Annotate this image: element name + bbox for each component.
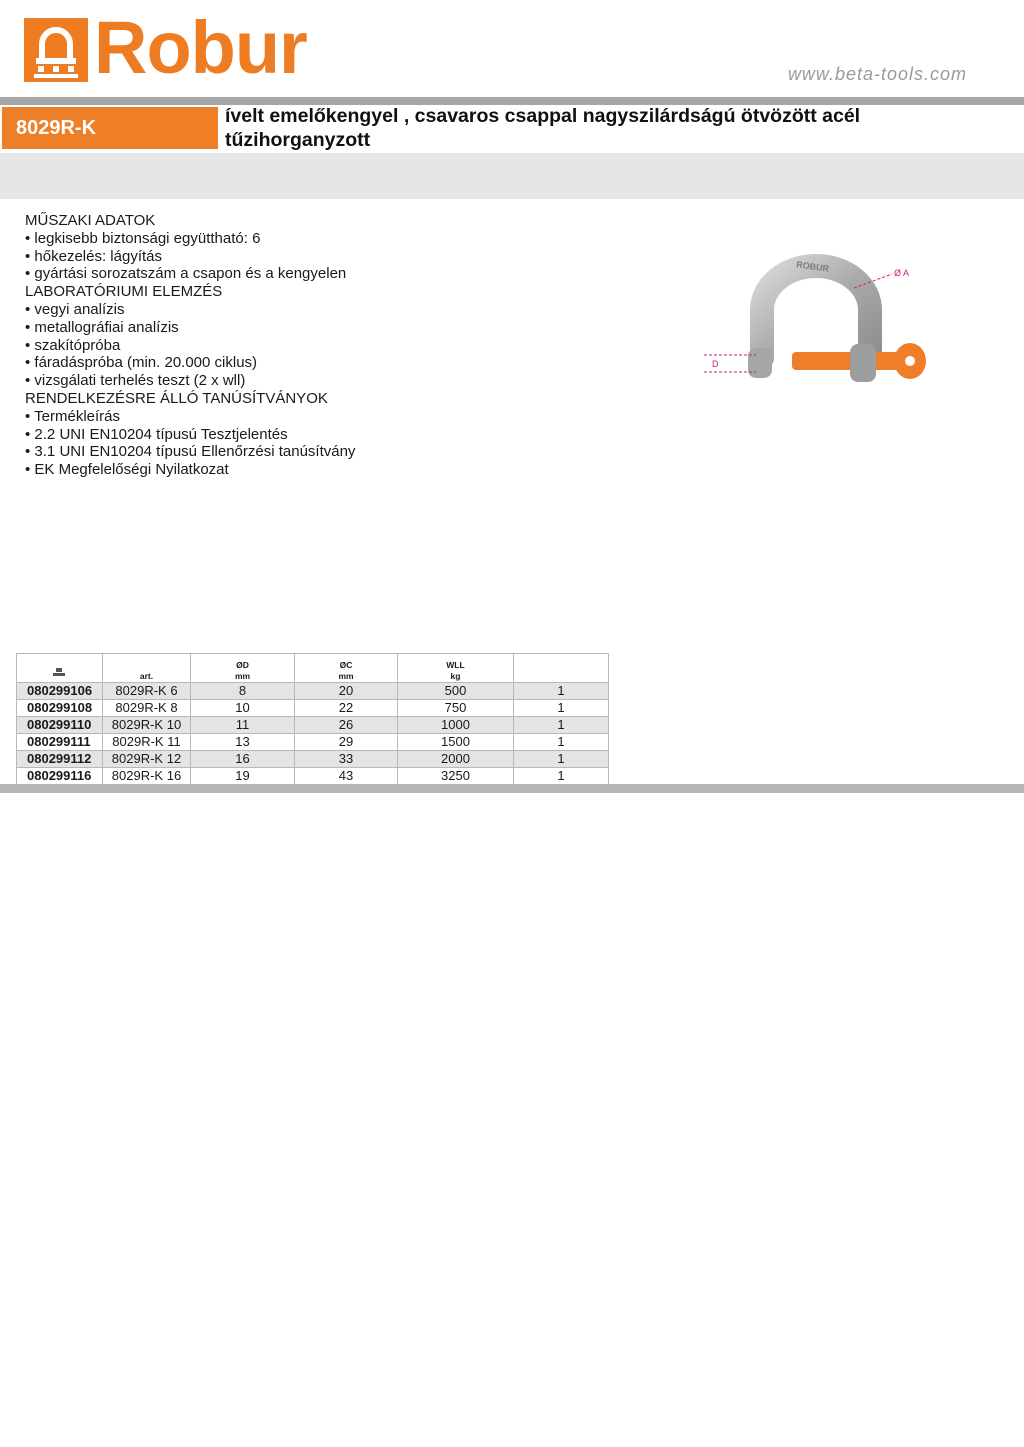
cell-wll: 750 (397, 699, 514, 717)
cell-c: 22 (294, 699, 398, 717)
cell-wll: 2000 (397, 750, 514, 768)
shackle-image: ROBUR D Ø A (704, 254, 926, 382)
cell-wll: 1000 (397, 716, 514, 734)
spec-line: • fáradáspróba (min. 20.000 ciklus) (25, 354, 258, 372)
cell-wll: 1500 (397, 733, 514, 751)
brand-logo: Robur (24, 8, 308, 88)
grey-band (0, 153, 1024, 199)
spec-line: MŰSZAKI ADATOK (25, 212, 156, 229)
col-header-art: art. (102, 653, 191, 683)
cell-d: 16 (190, 750, 295, 768)
cell-code: 080299106 (16, 682, 103, 700)
cell-d: 19 (190, 767, 295, 785)
cell-qty: 1 (513, 750, 609, 768)
footer-divider (0, 784, 1024, 793)
site-url[interactable]: www.beta-tools.com (787, 64, 967, 84)
table-row: 080299111 8029R-K 11 13 29 1500 1 (16, 733, 609, 751)
cell-art: 8029R-K 8 (102, 699, 191, 717)
spec-line: • vizsgálati terhelés teszt (2 x wll) (25, 372, 246, 390)
table-row: 080299112 8029R-K 12 16 33 2000 1 (16, 750, 609, 768)
cell-qty: 1 (513, 733, 609, 751)
table-row: 080299110 8029R-K 10 11 26 1000 1 (16, 716, 609, 734)
cell-d: 8 (190, 682, 295, 700)
cell-qty: 1 (513, 699, 609, 717)
cell-code: 080299116 (16, 767, 103, 785)
cell-art: 8029R-K 12 (102, 750, 191, 768)
brand-name: Robur (94, 6, 308, 89)
cell-art: 8029R-K 11 (102, 733, 191, 751)
cell-wll: 500 (397, 682, 514, 700)
cell-code: 080299112 (16, 750, 103, 768)
product-code: 8029R-K (2, 107, 218, 149)
cell-wll: 3250 (397, 767, 514, 785)
label-a: Ø A (894, 268, 909, 278)
cell-d: 10 (190, 699, 295, 717)
spec-line: LABORATÓRIUMI ELEMZÉS (25, 283, 223, 301)
cell-c: 29 (294, 733, 398, 751)
cell-code: 080299108 (16, 699, 103, 717)
robur-logo-icon (24, 18, 88, 82)
spec-line: • 3.1 UNI EN10204 típusú Ellenőrzési tan… (25, 443, 356, 461)
spec-list: MŰSZAKI ADATOK • legkisebb biztonsági eg… (25, 212, 355, 479)
spec-line: • EK Megfelelőségi Nyilatkozat (25, 461, 229, 479)
spec-line: • 2.2 UNI EN10204 típusú Tesztjelentés (25, 425, 288, 443)
cell-d: 11 (190, 716, 295, 734)
spec-line: • metallográfiai analízis (25, 318, 179, 336)
cell-c: 26 (294, 716, 398, 734)
cell-art: 8029R-K 10 (102, 716, 191, 734)
col-header-code (16, 653, 103, 683)
cell-code: 080299111 (16, 733, 103, 751)
cell-qty: 1 (513, 682, 609, 700)
weight-icon (52, 668, 65, 676)
table-row: 080299106 8029R-K 6 8 20 500 1 (16, 682, 609, 700)
cell-c: 20 (294, 682, 398, 700)
spec-line: • szakítópróba (25, 336, 121, 354)
cell-art: 8029R-K 6 (102, 682, 191, 700)
spec-line: • legkisebb biztonsági együttható: 6 (25, 229, 261, 247)
spec-line: RENDELKEZÉSRE ÁLLÓ TANÚSÍTVÁNYOK (25, 389, 328, 407)
product-title: ívelt emelőkengyel , csavaros csappal na… (225, 105, 861, 151)
cell-qty: 1 (513, 767, 609, 785)
cell-c: 33 (294, 750, 398, 768)
spec-line: • Termékleírás (25, 407, 121, 425)
shackle-engraving: ROBUR (796, 259, 831, 274)
spec-line: • hőkezelés: lágyítás (25, 247, 162, 265)
cell-qty: 1 (513, 716, 609, 734)
cell-code: 080299110 (16, 716, 103, 734)
cell-art: 8029R-K 16 (102, 767, 191, 785)
table-row: 080299108 8029R-K 8 10 22 750 1 (16, 699, 609, 717)
col-header-qty (513, 653, 609, 683)
table-row: 080299116 8029R-K 16 19 43 3250 1 (16, 767, 609, 785)
cell-d: 13 (190, 733, 295, 751)
cell-c: 43 (294, 767, 398, 785)
spec-line: • vegyi analízis (25, 300, 125, 318)
label-d: D (712, 359, 719, 369)
header-divider (0, 97, 1024, 105)
spec-line: • gyártási sorozatszám a csapon és a ken… (25, 265, 347, 283)
